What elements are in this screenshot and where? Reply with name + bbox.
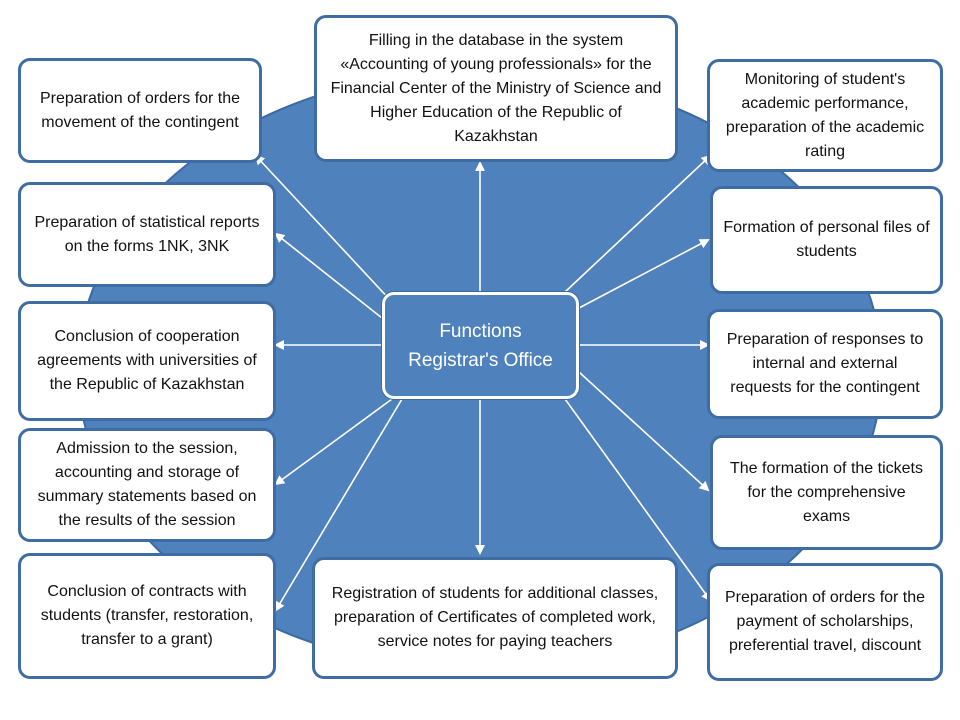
arrow-to-right4 — [578, 371, 710, 492]
box-left5-text: Conclusion of contracts with students (t… — [40, 583, 254, 648]
box-right-scholarship-orders: Preparation of orders for the payment of… — [707, 563, 943, 681]
arrow-to-left2 — [274, 232, 383, 319]
box-bottom-additional-classes: Registration of students for additional … — [312, 557, 678, 679]
arrow-to-right5 — [564, 398, 712, 602]
arrow-to-left1 — [254, 154, 393, 303]
center-title-line2: Registrar's Office — [408, 349, 553, 371]
box-left-cooperation-agreements: Conclusion of cooperation agreements wit… — [18, 301, 276, 421]
box-right-responses-requests: Preparation of responses to internal and… — [707, 309, 943, 419]
box-right-exam-tickets: The formation of the tickets for the com… — [710, 435, 943, 550]
box-left3-text: Conclusion of cooperation agreements wit… — [37, 328, 257, 393]
box-right3-text: Preparation of responses to internal and… — [726, 331, 924, 396]
box-left1-text: Preparation of orders for the movement o… — [39, 89, 241, 131]
box-right-personal-files: Formation of personal files of students — [710, 186, 943, 294]
box-right5-text: Preparation of orders for the payment of… — [724, 589, 926, 654]
box-left2-text: Preparation of statistical reports on th… — [34, 213, 260, 255]
box-right-academic-performance: Monitoring of student's academic perform… — [707, 59, 943, 172]
box-right1-text: Monitoring of student's academic perform… — [725, 70, 925, 160]
box-top-text: Filling in the database in the system «A… — [330, 31, 662, 145]
box-left-session-admission: Admission to the session, accounting and… — [18, 428, 276, 542]
box-left-statistical-reports: Preparation of statistical reports on th… — [18, 182, 276, 287]
box-left-orders-movement: Preparation of orders for the movement o… — [18, 58, 262, 163]
box-left4-text: Admission to the session, accounting and… — [37, 440, 257, 529]
box-top-database-filling: Filling in the database in the system «A… — [314, 15, 678, 162]
box-right4-text: The formation of the tickets for the com… — [730, 459, 923, 525]
box-left-student-contracts: Conclusion of contracts with students (t… — [18, 553, 276, 679]
arrow-to-right1 — [564, 154, 712, 293]
arrows-group — [254, 154, 712, 612]
arrow-to-right2 — [578, 239, 710, 309]
box-right2-text: Formation of personal files of students — [723, 219, 930, 260]
center-functions-box: Functions Registrar's Office — [382, 292, 579, 399]
arrow-to-left4 — [274, 398, 393, 486]
arrow-to-left5 — [274, 398, 403, 612]
box-bottom-text: Registration of students for additional … — [331, 585, 659, 650]
center-title-line1: Functions — [439, 320, 522, 342]
